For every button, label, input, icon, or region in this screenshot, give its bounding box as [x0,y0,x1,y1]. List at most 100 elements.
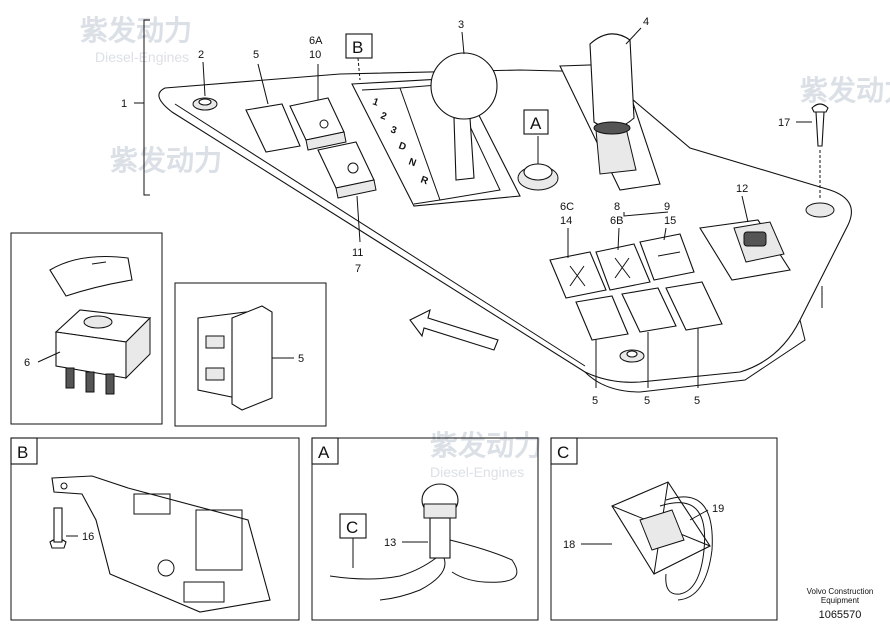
gear-pos-n: N [407,156,418,169]
leader-2 [202,61,206,97]
cable-tie-edge [665,496,713,601]
joystick-collar [593,121,631,135]
detail-frame-rocker [10,232,163,425]
panel-thickness [584,319,806,393]
group-bracket [143,19,150,196]
shift-gate-slot [399,83,501,201]
callout-box-a [523,109,549,135]
label-1: 1 [121,98,127,110]
watermark-en: Diesel-Engines [430,464,524,480]
detail-a: A 13 C [311,437,539,621]
detail-b: B 16 [10,437,300,621]
detail-frame-blank [174,282,327,427]
label-4: 4 [643,16,649,28]
cable-tie [659,502,706,595]
rocker-cap [49,256,133,297]
label-14: 14 [560,215,572,227]
label-5-blank: 5 [298,353,304,365]
panel-screw-bottom-head [626,350,638,358]
callout-b-letter: B [352,38,363,57]
gear-symbol-icon [347,162,359,174]
label-6b: 6B [610,215,623,227]
leader-19 [689,509,709,521]
socket-a-top [523,163,553,181]
blank-plug-1 [575,295,629,341]
label-5-bottom-2: 5 [644,395,650,407]
detail-b-letter: B [17,443,28,462]
rocker-terminal [65,367,75,389]
label-10: 10 [309,49,321,61]
rocker-actuator [83,315,113,329]
switch-15-symbol [657,251,681,257]
blank-plug-2 [621,287,677,333]
bracket-cutout [195,509,243,571]
detail-c-letter: C [557,443,569,462]
bracket-8-9 [623,211,669,217]
drawing-number: 1065570 [819,609,862,621]
panel-edge [174,103,586,367]
label-7: 7 [355,263,361,275]
leader-b [357,57,361,81]
switch-6b-symbol [614,257,631,279]
blank-plug-face [231,305,273,411]
rocker-cap-mark [91,261,107,265]
detail-a-tag [311,437,339,465]
label-6a: 6A [309,35,323,47]
label-18: 18 [563,539,575,551]
screw-16-shank [53,507,63,543]
label-16: 16 [82,531,94,543]
label-15: 15 [664,215,676,227]
leader-4 [625,27,642,45]
bracket-hole [157,559,175,577]
callout-box-b [345,33,373,59]
label-5-top: 5 [253,49,259,61]
gear-pos-1: 1 [371,96,380,108]
leader-15 [663,227,667,241]
detail-c: C 18 19 [550,437,778,621]
detail-blank-plug: 5 [174,282,327,427]
watermark-cn: 紫发动力 [430,429,542,461]
gear-lever-knob [430,52,498,120]
gear-pos-2: 2 [379,110,388,122]
mounting-bracket [51,475,271,613]
blank-plug-top [245,103,301,153]
lock-icon [319,119,329,129]
label-3: 3 [458,19,464,31]
blank-plug-clip [205,367,225,381]
switch-6a-side [305,131,347,151]
label-9: 9 [664,201,670,213]
socket-wire [449,539,518,583]
shift-gate-track [361,87,441,205]
label-19: 19 [712,503,724,515]
gear-pos-3: 3 [389,124,398,136]
blank-plug-3 [665,281,723,331]
label-11: 11 [352,247,363,259]
rocker-terminal [105,373,115,395]
watermark-cn: 紫发动力 [110,144,222,176]
tie-mount-center [639,509,685,551]
leader-6b [617,227,620,251]
rocker-terminal [85,371,95,393]
shift-gate-outer [351,77,521,207]
detail-c-tag [550,437,578,465]
switch-11-side [335,179,377,199]
label-12: 12 [736,183,748,195]
detail-frame-b [10,437,300,621]
label-13: 13 [384,537,396,549]
bracket-cutout [183,581,225,603]
blank-plug-clip [205,335,225,349]
socket-13-flange [423,503,457,519]
detail-frame-a [311,437,539,621]
control-panel-assembly: 1 2 3 D N R A B [121,16,852,407]
footer-line-1: Volvo Construction [807,587,874,596]
watermark-en: Diesel-Engines [95,49,189,65]
rocker-body-side [125,316,151,380]
bolt-17-head [811,103,829,113]
socket-wire [329,557,437,580]
bolt-hole [805,202,835,218]
leader-11 [356,195,361,243]
panel-screw-2-head [198,98,212,106]
label-6: 6 [24,357,30,369]
toggle-12-rocker [743,231,767,247]
